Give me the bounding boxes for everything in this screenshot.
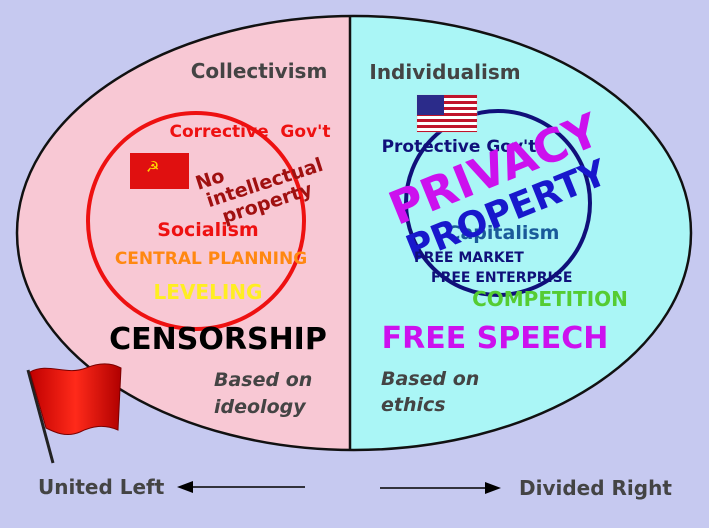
collectivism-label: Collectivism [191, 59, 328, 83]
left-half [17, 16, 350, 450]
leveling-label: LEVELING [154, 280, 263, 304]
arrow-right-icon [380, 482, 501, 494]
based-on-ethics-1: Based on [381, 368, 479, 390]
protective-gov-label: Protective Gov't [382, 137, 537, 157]
divided-right-label: Divided Right [519, 476, 672, 500]
central-planning-label: CENTRAL PLANNING [115, 249, 307, 269]
capitalism-label: Capitalism [447, 222, 560, 244]
free-enterprise-label: FREE ENTERPRISE [431, 270, 572, 286]
socialism-label: Socialism [157, 219, 258, 241]
free-speech-label: FREE SPEECH [382, 321, 609, 356]
competition-label: COMPETITION [472, 287, 628, 311]
based-on-ideology-1: Based on [214, 369, 312, 391]
soviet-flag-icon: ☭ [130, 153, 189, 189]
arrow-left-icon [177, 481, 305, 493]
free-market-label: FREE MARKET [414, 250, 524, 266]
individualism-label: Individualism [369, 60, 520, 84]
corrective-gov-label: Corrective Gov't [170, 122, 331, 142]
svg-text:☭: ☭ [146, 158, 159, 176]
based-on-ethics-2: ethics [381, 394, 446, 416]
based-on-ideology-2: ideology [214, 396, 307, 418]
censorship-label: CENSORSHIP [109, 322, 327, 357]
us-flag-icon [416, 94, 478, 133]
red-flag-icon [26, 363, 122, 464]
right-inner-circle [404, 109, 592, 297]
united-left-label: United Left [38, 475, 165, 499]
outer-ellipse [15, 14, 693, 452]
left-inner-circle [86, 111, 306, 331]
